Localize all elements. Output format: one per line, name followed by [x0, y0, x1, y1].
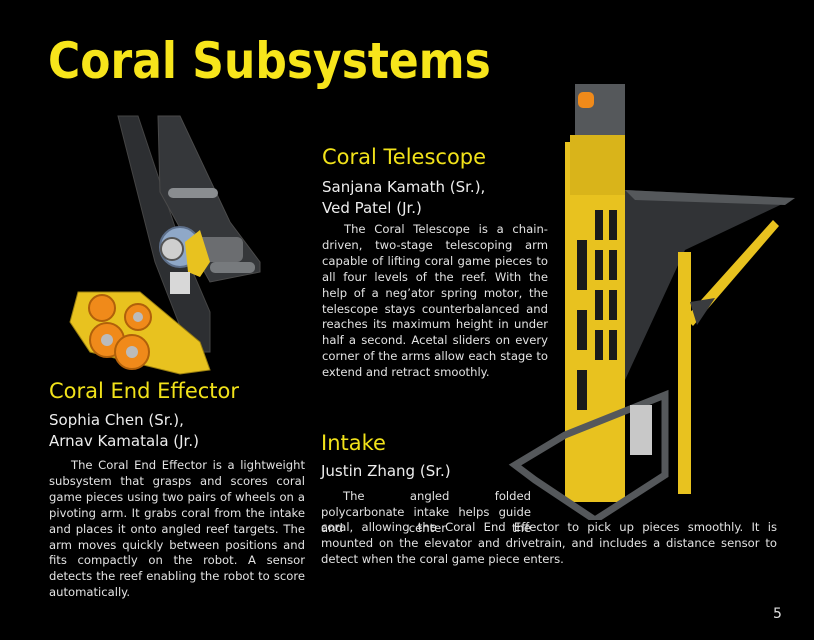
section-heading-telescope: Coral Telescope [322, 145, 487, 169]
ee-hub [160, 237, 184, 261]
author-name: Sanjana Kamath (Sr.), [322, 178, 486, 196]
page-number: 5 [773, 606, 782, 622]
ee-roller [168, 188, 218, 198]
base-bracket [508, 389, 669, 520]
author-name: Justin Zhang (Sr.) [321, 462, 451, 480]
section-heading-end-effector: Coral End Effector [49, 379, 240, 403]
intake-funnel [625, 190, 795, 380]
telescope-cutouts [577, 210, 617, 410]
end-effector-description: The Coral End Effector is a lightweight … [49, 458, 305, 601]
section-heading-intake: Intake [321, 431, 386, 455]
page-title: Coral Subsystems [48, 32, 491, 90]
telescope-outer-stage [565, 142, 625, 502]
end-effector-description-text: The Coral End Effector is a lightweight … [49, 458, 305, 600]
telescope-description-text: The Coral Telescope is a chain-driven, t… [322, 222, 548, 380]
telescope-render [508, 84, 795, 520]
author-name: Arnav Kamatala (Jr.) [49, 432, 199, 450]
intake-description-text-1: The angled folded polycarbonate intake h… [321, 489, 531, 535]
sensor-plate [630, 405, 652, 455]
ee-sensor [170, 272, 190, 294]
ee-wheel-hub-2 [126, 346, 138, 358]
telescope-pulley [578, 92, 594, 108]
vertical-support-beam [678, 252, 691, 494]
intake-description-part1: The angled folded polycarbonate intake h… [321, 489, 531, 537]
author-name: Ved Patel (Jr.) [322, 199, 422, 217]
telescope-description: The Coral Telescope is a chain-driven, t… [322, 222, 548, 381]
intake-description-part2: coral, allowing the Coral End Effector t… [321, 520, 777, 566]
telescope-inner-stage [570, 135, 625, 195]
telescope-authors: Sanjana Kamath (Sr.), Ved Patel (Jr.) [322, 177, 562, 219]
ee-yellow-bracket [185, 230, 210, 277]
intake-funnel-edge [625, 190, 795, 205]
end-effector-authors: Sophia Chen (Sr.), Arnav Kamatala (Jr.) [49, 410, 309, 452]
ee-wheel-hub-1 [101, 334, 113, 346]
ee-roller-bottom [210, 262, 255, 273]
author-name: Sophia Chen (Sr.), [49, 411, 184, 429]
ee-orange-wheel-3 [88, 294, 116, 322]
gusset-plate [690, 298, 715, 325]
intake-authors: Justin Zhang (Sr.) [321, 461, 451, 482]
ee-wheel-hub-4 [133, 312, 143, 322]
end-effector-render [69, 115, 261, 375]
